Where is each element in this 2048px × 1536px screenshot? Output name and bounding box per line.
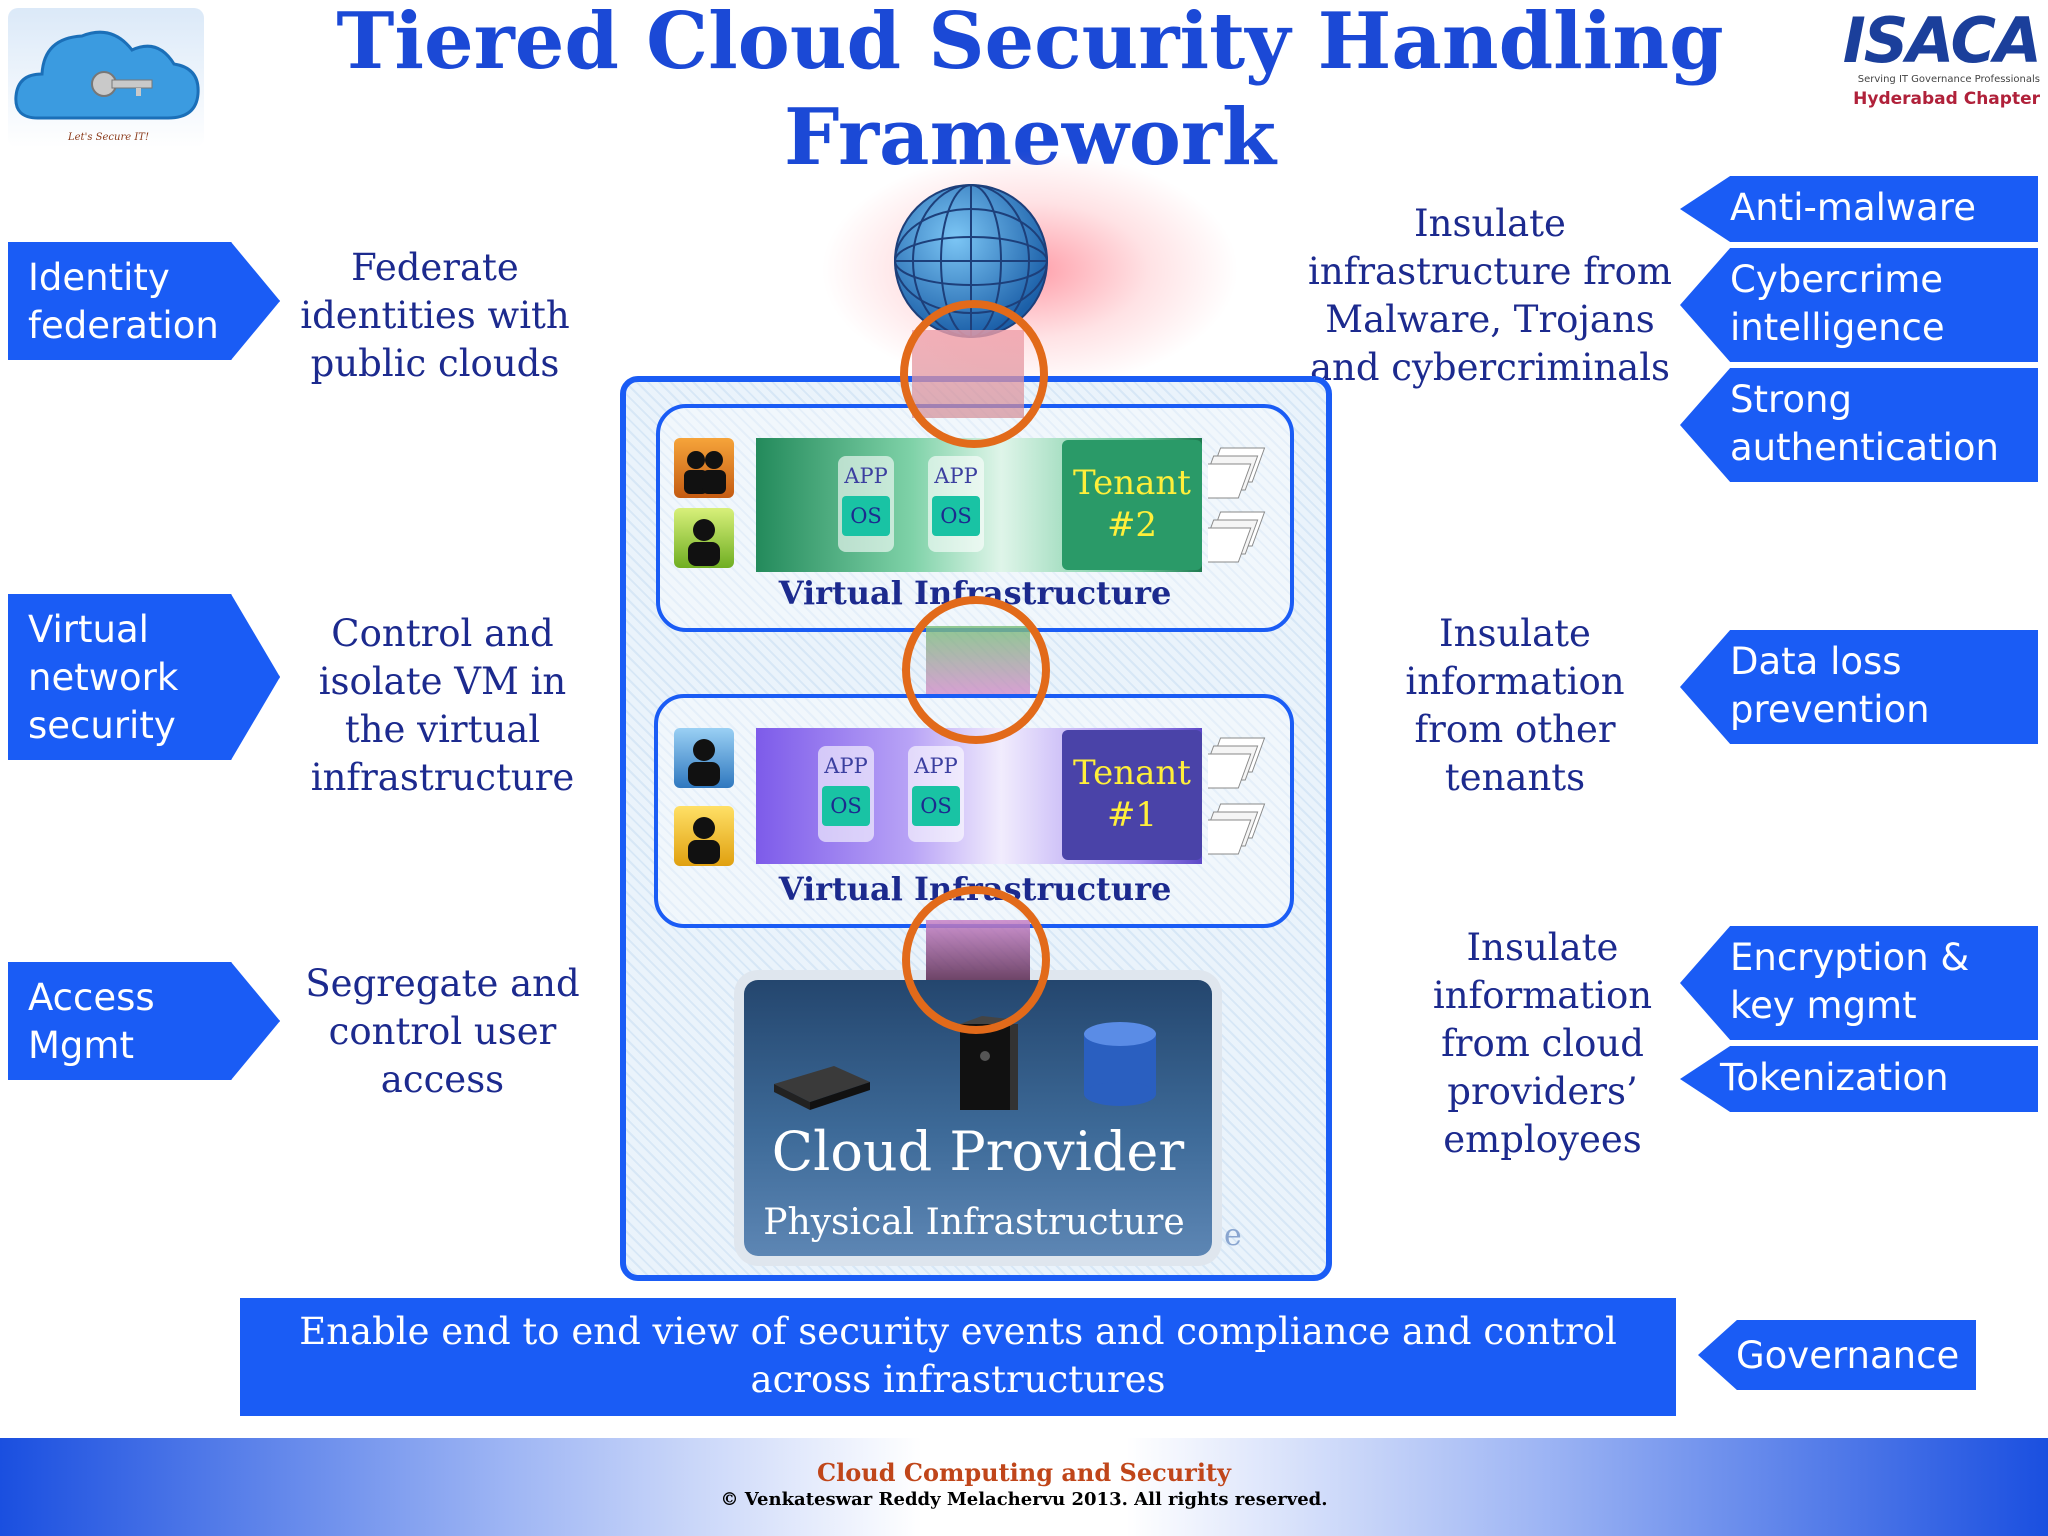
page-title: Tiered Cloud Security Handling Framework xyxy=(330,0,1730,186)
data-loss-prevention-arrow: Data loss prevention xyxy=(1680,630,2038,744)
isaca-tagline: Serving IT Governance Professionals xyxy=(1857,74,2040,85)
virtual-network-security-arrow: Virtual network security xyxy=(8,594,280,760)
logo-caption: Let's Secure IT! xyxy=(68,132,149,143)
app-label: APP xyxy=(914,754,958,778)
governance-band: Enable end to end view of security event… xyxy=(240,1298,1676,1416)
app-label: APP xyxy=(934,464,978,488)
strong-authentication-arrow: Strong authentication xyxy=(1680,368,2038,482)
user-icon xyxy=(674,508,734,568)
cloud-key-logo: Let's Secure IT! xyxy=(8,8,204,148)
user-icon xyxy=(674,806,734,866)
os-label: OS xyxy=(912,786,960,826)
identity-federation-arrow: Identity federation xyxy=(8,242,280,360)
server-icon xyxy=(952,1016,1018,1116)
access-mgmt-desc: Segregate and control user access xyxy=(305,962,580,1101)
user-group-icon xyxy=(674,438,734,498)
security-ring-top xyxy=(900,300,1048,448)
tenant-2-vm-2: APP OS xyxy=(928,456,984,552)
footer-title: Cloud Computing and Security xyxy=(817,1458,1231,1487)
identity-federation-label: Identity federation xyxy=(28,256,219,347)
cloud-provider-title: Cloud Provider xyxy=(771,1120,1185,1183)
tenant-insulation-desc: Insulate information from other tenants xyxy=(1405,612,1625,799)
database-icon xyxy=(1080,1020,1160,1110)
cloud-icon xyxy=(14,30,200,120)
document-stack-icon xyxy=(1193,444,1272,502)
document-stack-icon xyxy=(1193,734,1272,792)
app-label: APP xyxy=(824,754,868,778)
malware-insulation-desc: Insulate infrastructure from Malware, Tr… xyxy=(1308,202,1672,389)
tokenization-arrow: Tokenization xyxy=(1680,1046,2038,1112)
access-mgmt-arrow: Access Mgmt xyxy=(8,962,280,1080)
governance-arrow: Governance xyxy=(1698,1320,1976,1390)
anti-malware-label: Anti-malware xyxy=(1730,186,1976,229)
anti-malware-arrow: Anti-malware xyxy=(1680,176,2038,242)
app-label: APP xyxy=(844,464,888,488)
document-stack-icon xyxy=(1193,508,1272,566)
physical-infrastructure-label: Physical Infrastructure xyxy=(763,1202,1185,1243)
isaca-chapter: Hyderabad Chapter xyxy=(1853,89,2040,109)
governance-label: Governance xyxy=(1736,1334,1960,1377)
title-line-1: Tiered Cloud Security Handling xyxy=(336,0,1724,87)
tenant-1-label: Tenant #1 xyxy=(1062,730,1202,860)
isaca-logo: ISACA Serving IT Governance Professional… xyxy=(1770,4,2042,128)
virtual-network-security-label: Virtual network security xyxy=(28,608,179,747)
isaca-brand: ISACA xyxy=(1842,4,2042,77)
partial-label: e xyxy=(1224,1218,1242,1253)
network-switch-icon xyxy=(774,1060,870,1114)
governance-band-text: Enable end to end view of security event… xyxy=(299,1310,1617,1401)
cybercrime-intelligence-label: Cybercrime intelligence xyxy=(1730,258,1945,349)
tokenization-label: Tokenization xyxy=(1720,1056,1949,1099)
os-label: OS xyxy=(822,786,870,826)
provider-insulation-desc: Insulate information from cloud provider… xyxy=(1432,926,1653,1161)
tenant-2-label: Tenant #2 xyxy=(1062,440,1202,570)
document-stack-icon xyxy=(1193,800,1272,858)
strong-authentication-label: Strong authentication xyxy=(1730,378,1999,469)
user-icon xyxy=(674,728,734,788)
data-loss-prevention-label: Data loss prevention xyxy=(1730,640,1930,731)
virtual-network-security-desc: Control and isolate VM in the virtual in… xyxy=(310,612,575,799)
security-ring-middle xyxy=(902,596,1050,744)
footer-copyright: © Venkateswar Reddy Melachervu 2013. All… xyxy=(720,1489,1328,1510)
access-mgmt-label: Access Mgmt xyxy=(28,976,155,1067)
security-ring-bottom xyxy=(902,886,1050,1034)
cloud-provider-box: Cloud Provider Physical Infrastructure xyxy=(744,980,1212,1256)
cybercrime-intelligence-arrow: Cybercrime intelligence xyxy=(1680,248,2038,362)
identity-federation-desc: Federate identities with public clouds xyxy=(300,246,570,385)
encryption-key-mgmt-label: Encryption & key mgmt xyxy=(1730,936,1970,1027)
os-label: OS xyxy=(932,496,980,536)
tenant-1-vm-2: APP OS xyxy=(908,746,964,842)
tenant-1-vm-1: APP OS xyxy=(818,746,874,842)
tenant-2-vm-1: APP OS xyxy=(838,456,894,552)
os-label: OS xyxy=(842,496,890,536)
footer-band: Cloud Computing and Security © Venkatesw… xyxy=(0,1438,2048,1536)
encryption-key-mgmt-arrow: Encryption & key mgmt xyxy=(1680,926,2038,1040)
